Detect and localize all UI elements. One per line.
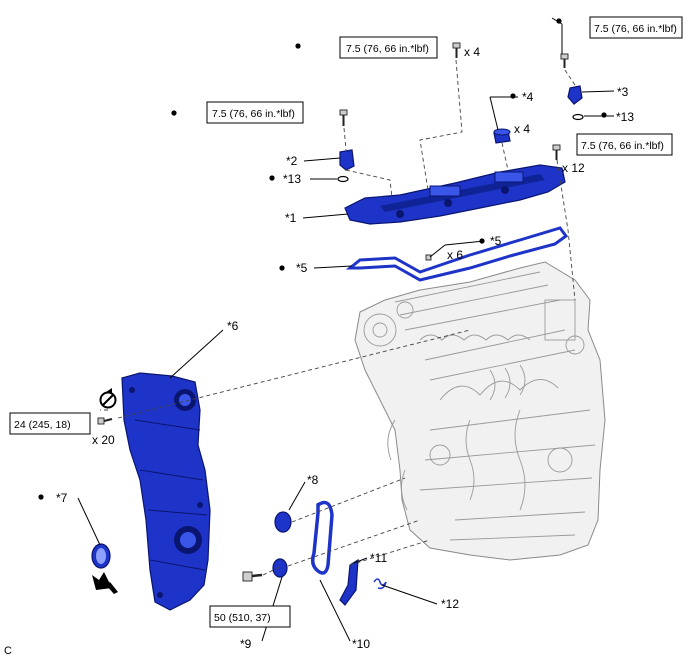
engine-assembly [354, 261, 606, 561]
callout-13-left: *13 [283, 172, 301, 186]
bolt-top-right-icon [560, 53, 569, 68]
qty-right: x 12 [562, 161, 585, 175]
bolt-left-icon [339, 109, 348, 126]
bolt-right-icon [552, 144, 561, 160]
callout-13-right: *13 [616, 110, 634, 124]
bullet-dot [295, 43, 301, 49]
part-9-sprocket [272, 558, 288, 578]
callout-1: *1 [285, 211, 297, 225]
qty-top-center: x 4 [464, 45, 480, 59]
callout-8: *8 [307, 473, 319, 487]
leader-lines [77, 17, 615, 642]
callout-9: *9 [240, 637, 252, 651]
bullet-dot [279, 265, 285, 271]
bolt-bottom-icon [242, 571, 263, 582]
part-3-bracket [567, 85, 583, 105]
bullet-dot [171, 110, 177, 116]
svg-text:50 (510, 37): 50 (510, 37) [214, 612, 271, 624]
bullet-dot [38, 494, 44, 500]
part-8-sprocket [274, 511, 292, 533]
torque-box-top-right: 7.5 (76, 66 in.*lbf) [589, 16, 683, 39]
callout-11: *11 [370, 551, 387, 565]
bullet-dot [556, 18, 562, 24]
cylinder-head-cover-part [344, 164, 566, 225]
part-2-bracket [339, 149, 355, 171]
callout-7: *7 [56, 491, 68, 505]
gasket-bolt-icon [425, 254, 432, 261]
svg-text:7.5 (76, 66 in.*lbf): 7.5 (76, 66 in.*lbf) [594, 23, 677, 35]
svg-text:7.5 (76, 66 in.*lbf): 7.5 (76, 66 in.*lbf) [212, 108, 295, 120]
install-arrow-shaft [106, 582, 118, 594]
torque-box-top-center: 7.5 (76, 66 in.*lbf) [339, 36, 438, 59]
bullet-dot [510, 93, 516, 99]
no-reuse-icon [99, 388, 117, 409]
svg-text:24 (245, 18): 24 (245, 18) [14, 419, 71, 431]
qty-gasket: x 6 [447, 248, 463, 262]
torque-box-bottom: 50 (510, 37) [209, 605, 291, 628]
part-12-spring [373, 578, 387, 590]
torque-box-front: 24 (245, 18) [9, 412, 91, 435]
head-cover-gasket-part [345, 226, 569, 282]
torque-box-left: 7.5 (76, 66 in.*lbf) [206, 101, 304, 124]
callout-5-upper: *5 [490, 234, 502, 248]
figure-code: C [4, 645, 12, 657]
callout-2: *2 [286, 154, 298, 168]
bullet-dots [38, 18, 607, 500]
part-13-oring-right [572, 113, 584, 121]
part-10-chain [310, 500, 334, 575]
part-13-oring-left [337, 175, 349, 183]
bullet-dot [479, 238, 485, 244]
svg-text:7.5 (76, 66 in.*lbf): 7.5 (76, 66 in.*lbf) [346, 43, 429, 55]
bullet-dot [601, 112, 607, 118]
bolt-top-center-icon [452, 42, 461, 58]
svg-text:7.5 (76, 66 in.*lbf): 7.5 (76, 66 in.*lbf) [581, 140, 664, 152]
torque-box-right-mid: 7.5 (76, 66 in.*lbf) [576, 133, 673, 156]
callout-12: *12 [441, 597, 459, 611]
callout-6: *6 [227, 319, 239, 333]
bullet-dot [269, 175, 275, 181]
alignment-lines [100, 59, 576, 576]
qty-cap: x 4 [514, 122, 530, 136]
oil-seal-part [91, 543, 111, 569]
part-4-cap-top [493, 128, 511, 136]
callout-4: *4 [522, 90, 534, 104]
timing-chain-cover-part [121, 372, 211, 611]
bolt-front-icon [97, 417, 113, 425]
callout-10: *10 [352, 637, 370, 651]
part-11-tensioner [339, 558, 359, 606]
callout-5-lower: *5 [296, 261, 308, 275]
callout-3: *3 [617, 85, 629, 99]
qty-front: x 20 [92, 433, 115, 447]
